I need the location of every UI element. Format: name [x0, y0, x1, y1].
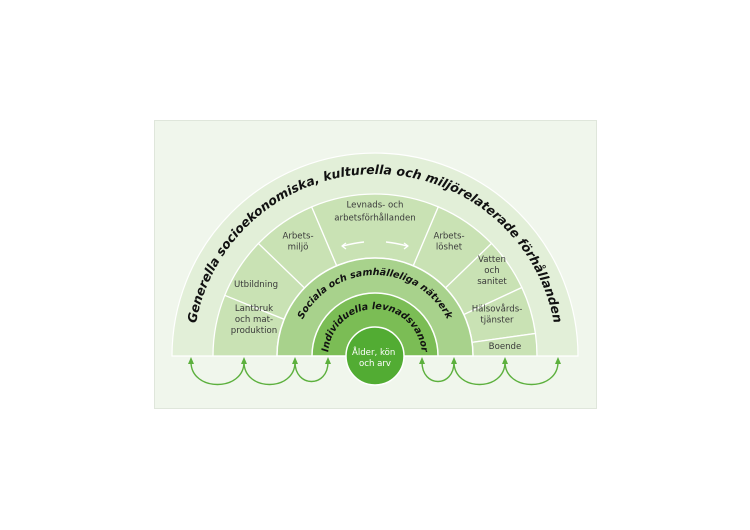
- segment-label-line: sanitet: [477, 277, 507, 287]
- arrow-up-icon: [419, 357, 425, 364]
- segment-label-halsovard: Hälsovårds-tjänster: [472, 304, 523, 326]
- core-circle: [345, 326, 405, 386]
- double-arrow-left-head: [341, 242, 347, 250]
- middle-band-segments: [212, 193, 538, 357]
- segment-label-line: miljö: [288, 242, 309, 252]
- segment-label-arbetsmiljo: Arbets-miljö: [282, 232, 313, 253]
- segment-label-line: Hälsovårds-: [472, 304, 523, 315]
- feedback-arrows: [188, 357, 561, 386]
- segment-label-line: Arbets-: [282, 232, 313, 242]
- arrow-up-icon: [188, 357, 194, 364]
- segment-label-arbetsloshet: Arbets-löshet: [433, 232, 464, 253]
- double-arrow-right-head: [403, 242, 409, 250]
- double-arrow-icon: [341, 241, 409, 250]
- segment-label-line: Vatten: [478, 255, 506, 265]
- individual-band: [311, 292, 439, 357]
- segment-label-boende: Boende: [489, 342, 522, 352]
- arrow-up-icon: [325, 357, 331, 364]
- core-label: Ålder, kön och arv: [352, 346, 398, 369]
- segment-label-line: Utbildning: [234, 280, 278, 290]
- segment-label-line: Lantbruk: [235, 304, 273, 314]
- segment-label-line: Levnads- och: [347, 201, 404, 211]
- feedback-arc: [504, 361, 559, 386]
- feedback-arc: [453, 361, 506, 386]
- feedback-arc: [421, 361, 455, 383]
- arrow-up-icon: [451, 357, 457, 364]
- core-label-line: Ålder, kön: [352, 346, 395, 358]
- arrow-up-icon: [502, 357, 508, 364]
- segment-label-line: löshet: [436, 242, 463, 252]
- segment-label-line: och: [484, 266, 499, 276]
- feedback-arc: [243, 361, 296, 386]
- segment-label-line: tjänster: [480, 315, 514, 325]
- double-arrow-right-icon: [385, 241, 408, 247]
- feedback-arc: [190, 361, 245, 386]
- arrow-up-icon: [241, 357, 247, 364]
- segment-label-utbildning: Utbildning: [234, 280, 278, 290]
- arrow-up-icon: [555, 357, 561, 364]
- segment-label-line: och mat-: [235, 315, 273, 325]
- feedback-arc: [294, 361, 329, 383]
- double-arrow-left-icon: [342, 241, 365, 247]
- segment-label-line: Arbets-: [433, 232, 464, 242]
- segment-label-line: Boende: [489, 342, 522, 352]
- segment-label-line: produktion: [231, 326, 277, 336]
- segment-label-line: arbetsförhållanden: [334, 213, 415, 224]
- segment-label-levnads: Levnads- och arbetsförhållanden: [334, 201, 415, 224]
- core-label-line: och arv: [359, 359, 391, 369]
- arrow-up-icon: [292, 357, 298, 364]
